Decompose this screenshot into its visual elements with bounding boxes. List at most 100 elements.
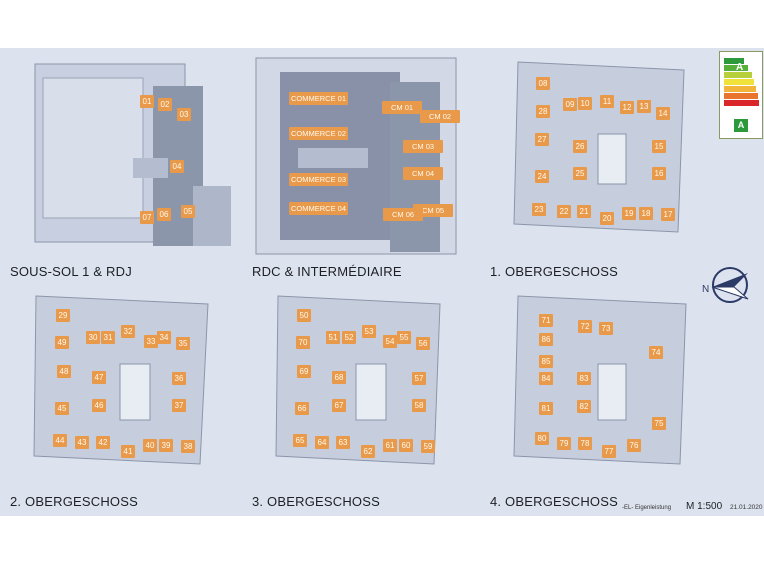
unit-label: 77 bbox=[602, 445, 616, 458]
unit-label: 62 bbox=[361, 445, 375, 458]
unit-label: 41 bbox=[121, 445, 135, 458]
unit-label: 82 bbox=[577, 400, 591, 413]
unit-label: 40 bbox=[143, 439, 157, 452]
unit-label: 75 bbox=[652, 417, 666, 430]
date-label: 21.01.2020 bbox=[730, 504, 763, 511]
unit-label: 05 bbox=[181, 205, 195, 218]
plan-sous-sol bbox=[33, 58, 233, 254]
unit-label: 31 bbox=[101, 331, 115, 344]
plan-og4 bbox=[512, 294, 690, 466]
plan-rdc bbox=[250, 52, 470, 262]
unit-label: 69 bbox=[297, 365, 311, 378]
unit-label: 74 bbox=[649, 346, 663, 359]
unit-label: 39 bbox=[159, 439, 173, 452]
unit-label: 86 bbox=[539, 333, 553, 346]
unit-label: 36 bbox=[172, 372, 186, 385]
unit-label: 10 bbox=[578, 97, 592, 110]
unit-label: 66 bbox=[295, 402, 309, 415]
unit-label: 32 bbox=[121, 325, 135, 338]
unit-label: 11 bbox=[600, 95, 614, 108]
unit-label: 08 bbox=[536, 77, 550, 90]
unit-label: 48 bbox=[57, 365, 71, 378]
unit-label: COMMERCE 04 bbox=[289, 202, 349, 215]
plan-caption: 2. OBERGESCHOSS bbox=[10, 494, 138, 509]
unit-label: 85 bbox=[539, 355, 553, 368]
unit-label: 78 bbox=[578, 437, 592, 450]
unit-label: 15 bbox=[652, 140, 666, 153]
plan-caption: 1. OBERGESCHOSS bbox=[490, 264, 618, 279]
unit-label: 09 bbox=[563, 98, 577, 111]
unit-label: 06 bbox=[157, 208, 171, 221]
unit-label: 44 bbox=[53, 434, 67, 447]
unit-label: CM 02 bbox=[420, 110, 460, 123]
unit-label: CM 05 bbox=[413, 204, 453, 217]
unit-label: 22 bbox=[557, 205, 571, 218]
unit-label: 35 bbox=[176, 337, 190, 350]
unit-label: 07 bbox=[140, 211, 154, 224]
unit-label: 42 bbox=[96, 436, 110, 449]
energy-class-letter: A bbox=[736, 62, 744, 73]
unit-label: 76 bbox=[627, 439, 641, 452]
unit-label: 60 bbox=[399, 439, 413, 452]
unit-label: 37 bbox=[172, 399, 186, 412]
unit-label: 29 bbox=[56, 309, 70, 322]
unit-label: 26 bbox=[573, 140, 587, 153]
unit-label: 23 bbox=[532, 203, 546, 216]
unit-label: 17 bbox=[661, 208, 675, 221]
unit-label: 59 bbox=[421, 440, 435, 453]
unit-label: 84 bbox=[539, 372, 553, 385]
svg-text:N: N bbox=[702, 284, 709, 295]
unit-label: 64 bbox=[315, 436, 329, 449]
energy-class-badge: A bbox=[734, 119, 748, 132]
unit-label: 24 bbox=[535, 170, 549, 183]
unit-label: 65 bbox=[293, 434, 307, 447]
unit-label: 83 bbox=[577, 372, 591, 385]
unit-label: 53 bbox=[362, 325, 376, 338]
unit-label: 03 bbox=[177, 108, 191, 121]
unit-label: 19 bbox=[622, 207, 636, 220]
unit-label: COMMERCE 03 bbox=[289, 173, 349, 186]
unit-label: 21 bbox=[577, 205, 591, 218]
unit-label: 16 bbox=[652, 167, 666, 180]
unit-label: 04 bbox=[170, 160, 184, 173]
unit-label: CM 06 bbox=[383, 208, 423, 221]
unit-label: 63 bbox=[336, 436, 350, 449]
unit-label: 55 bbox=[397, 331, 411, 344]
unit-label: 81 bbox=[539, 402, 553, 415]
plan-caption: 3. OBERGESCHOSS bbox=[252, 494, 380, 509]
unit-label: 13 bbox=[637, 100, 651, 113]
unit-label: 49 bbox=[55, 336, 69, 349]
unit-label: 68 bbox=[332, 371, 346, 384]
unit-label: 45 bbox=[55, 402, 69, 415]
plan-caption: SOUS-SOL 1 & RDJ bbox=[10, 264, 132, 279]
unit-label: 80 bbox=[535, 432, 549, 445]
unit-label: 12 bbox=[620, 101, 634, 114]
unit-label: 58 bbox=[412, 399, 426, 412]
unit-label: 33 bbox=[144, 335, 158, 348]
north-arrow-icon: N bbox=[702, 267, 749, 303]
unit-label: 18 bbox=[639, 207, 653, 220]
unit-label: 47 bbox=[92, 371, 106, 384]
plan-caption: RDC & INTERMÉDIAIRE bbox=[252, 264, 402, 279]
unit-label: 79 bbox=[557, 437, 571, 450]
unit-label: 43 bbox=[75, 436, 89, 449]
unit-label: 72 bbox=[578, 320, 592, 333]
unit-label: 57 bbox=[412, 372, 426, 385]
unit-label: 51 bbox=[326, 331, 340, 344]
unit-label: 46 bbox=[92, 399, 106, 412]
unit-label: CM 04 bbox=[403, 167, 443, 180]
unit-label: 50 bbox=[297, 309, 311, 322]
unit-label: 38 bbox=[181, 440, 195, 453]
unit-label: 71 bbox=[539, 314, 553, 327]
unit-label: 67 bbox=[332, 399, 346, 412]
unit-label: CM 01 bbox=[382, 101, 422, 114]
unit-label: 54 bbox=[383, 335, 397, 348]
unit-label: 01 bbox=[140, 95, 154, 108]
unit-label: 27 bbox=[535, 133, 549, 146]
unit-label: COMMERCE 01 bbox=[289, 92, 349, 105]
footer-note: -EL- Eigenleistung bbox=[622, 505, 672, 511]
unit-label: 25 bbox=[573, 167, 587, 180]
unit-label: 52 bbox=[342, 331, 356, 344]
unit-label: 14 bbox=[656, 107, 670, 120]
unit-label: 61 bbox=[383, 439, 397, 452]
